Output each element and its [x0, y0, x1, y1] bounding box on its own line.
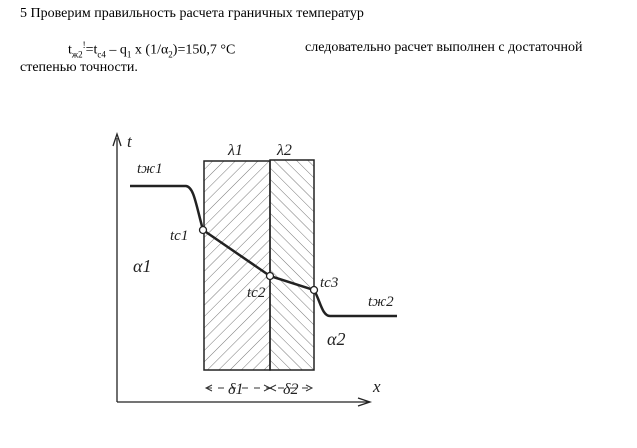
- axes: [112, 131, 373, 407]
- lambda1-label: λ1: [227, 142, 243, 159]
- alpha1-label: α1: [133, 256, 151, 276]
- point-tc1: [198, 225, 208, 235]
- wall-2: [269, 159, 315, 371]
- t-fluid1-label: tж1: [137, 161, 163, 177]
- conclusion-line-1: следовательно расчет выполнен с достаточ…: [305, 40, 583, 55]
- delta1-label: δ1: [228, 381, 243, 398]
- point-tc2: [265, 271, 275, 281]
- t-fluid2-label: tж2: [368, 294, 394, 310]
- tc3-label: tc3: [320, 275, 338, 291]
- axis-t-label: t: [127, 132, 133, 151]
- formula: tж2!=tc4 – q1 x (1/α2)=150,7 °С: [68, 40, 236, 60]
- delta2-label: δ2: [283, 381, 298, 398]
- wall-1: [203, 160, 271, 371]
- lambda2-label: λ2: [276, 142, 292, 159]
- tc2-label: tc2: [247, 285, 266, 301]
- point-tc3: [309, 285, 319, 295]
- dimension-lines: [204, 384, 314, 392]
- conclusion-line-2: степенью точности.: [20, 60, 138, 75]
- alpha2-label: α2: [327, 329, 345, 349]
- axis-x-label: x: [372, 377, 381, 396]
- section-heading: 5 Проверим правильность расчета граничны…: [20, 6, 364, 21]
- tc1-label: tc1: [170, 228, 188, 244]
